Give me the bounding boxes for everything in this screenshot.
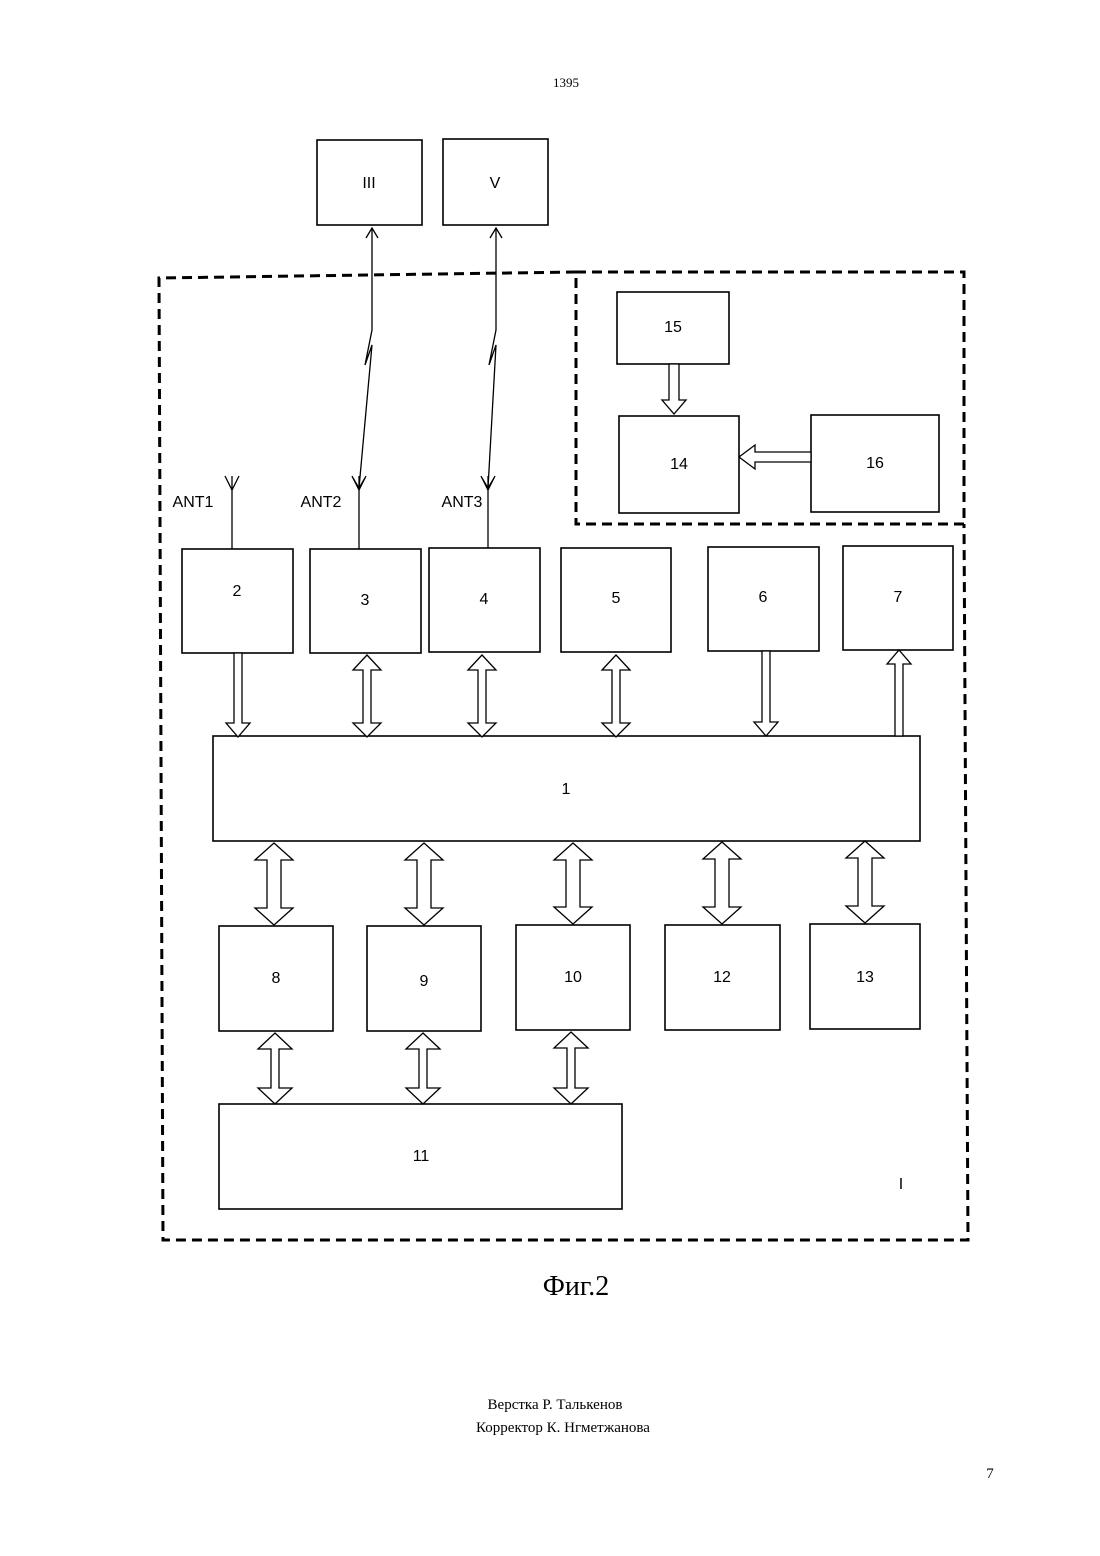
antenna-1-label: ANT1 xyxy=(173,494,214,511)
antenna-1-icon xyxy=(225,476,239,549)
block-3-label: 3 xyxy=(361,592,370,609)
block-16-label: 16 xyxy=(866,455,884,472)
arrow-16-to-14 xyxy=(739,445,811,469)
block-1: 1 xyxy=(213,736,920,841)
arrow-1-to-7 xyxy=(887,650,911,736)
arrow-8-11 xyxy=(258,1033,292,1104)
block-13: 13 xyxy=(810,924,920,1029)
arrow-4-to-1 xyxy=(468,655,496,737)
block-7: 7 xyxy=(843,546,953,650)
radio-link-V-ANT3 xyxy=(482,228,502,488)
arrow-1-13 xyxy=(846,841,884,923)
block-4: 4 xyxy=(429,548,540,652)
arrow-1-12 xyxy=(703,842,741,924)
page-number: 7 xyxy=(986,1466,994,1482)
arrow-3-to-1 xyxy=(353,655,381,737)
block-12-label: 12 xyxy=(713,969,731,986)
arrow-5-to-1 xyxy=(602,655,630,737)
doc-number: 1395 xyxy=(553,75,579,90)
block-5-label: 5 xyxy=(612,590,621,607)
arrow-15-to-14 xyxy=(662,364,686,414)
external-block-III-label: III xyxy=(362,175,375,192)
external-block-III: III xyxy=(317,140,422,225)
antenna-2-icon xyxy=(352,476,366,549)
antenna-3-label: ANT3 xyxy=(442,494,483,511)
arrow-9-11 xyxy=(406,1033,440,1104)
block-2: 2 xyxy=(182,549,293,653)
block-10-label: 10 xyxy=(564,969,582,986)
block-5: 5 xyxy=(561,548,671,652)
block-8-label: 8 xyxy=(272,970,281,987)
block-6: 6 xyxy=(708,547,819,651)
block-13-label: 13 xyxy=(856,969,874,986)
figure-caption: Фиг.2 xyxy=(543,1271,609,1302)
block-14-label: 14 xyxy=(670,456,688,473)
block-10: 10 xyxy=(516,925,630,1030)
antenna-2-label: ANT2 xyxy=(301,494,342,511)
block-4-label: 4 xyxy=(480,591,489,608)
block-1-label: 1 xyxy=(562,781,571,798)
block-15: 15 xyxy=(617,292,729,364)
antenna-3-icon xyxy=(481,476,495,548)
block-12: 12 xyxy=(665,925,780,1030)
arrow-1-8 xyxy=(255,843,293,925)
block-7-label: 7 xyxy=(894,589,903,606)
block-3: 3 xyxy=(310,549,421,653)
block-11-label: 11 xyxy=(413,1148,430,1165)
arrow-6-to-1 xyxy=(754,651,778,736)
block-9: 9 xyxy=(367,926,481,1031)
system-label: I xyxy=(899,1176,903,1193)
block-2-label: 2 xyxy=(233,583,242,600)
block-14: 14 xyxy=(619,416,739,513)
external-block-V: V xyxy=(443,139,548,225)
block-9-label: 9 xyxy=(420,973,429,990)
external-block-V-label: V xyxy=(490,175,501,192)
block-8: 8 xyxy=(219,926,333,1031)
block-11: 11 xyxy=(219,1104,622,1209)
block-16: 16 xyxy=(811,415,939,512)
credit-proofreader: Корректор К. Нгметжанова xyxy=(476,1420,650,1436)
arrow-2-to-1 xyxy=(226,653,250,737)
block-6-label: 6 xyxy=(759,589,768,606)
credit-layout: Верстка Р. Талькенов xyxy=(488,1397,623,1413)
block-15-label: 15 xyxy=(664,319,682,336)
arrow-1-9 xyxy=(405,843,443,925)
arrow-1-10 xyxy=(554,843,592,924)
arrow-10-11 xyxy=(554,1032,588,1104)
radio-link-III-ANT2 xyxy=(353,228,378,488)
